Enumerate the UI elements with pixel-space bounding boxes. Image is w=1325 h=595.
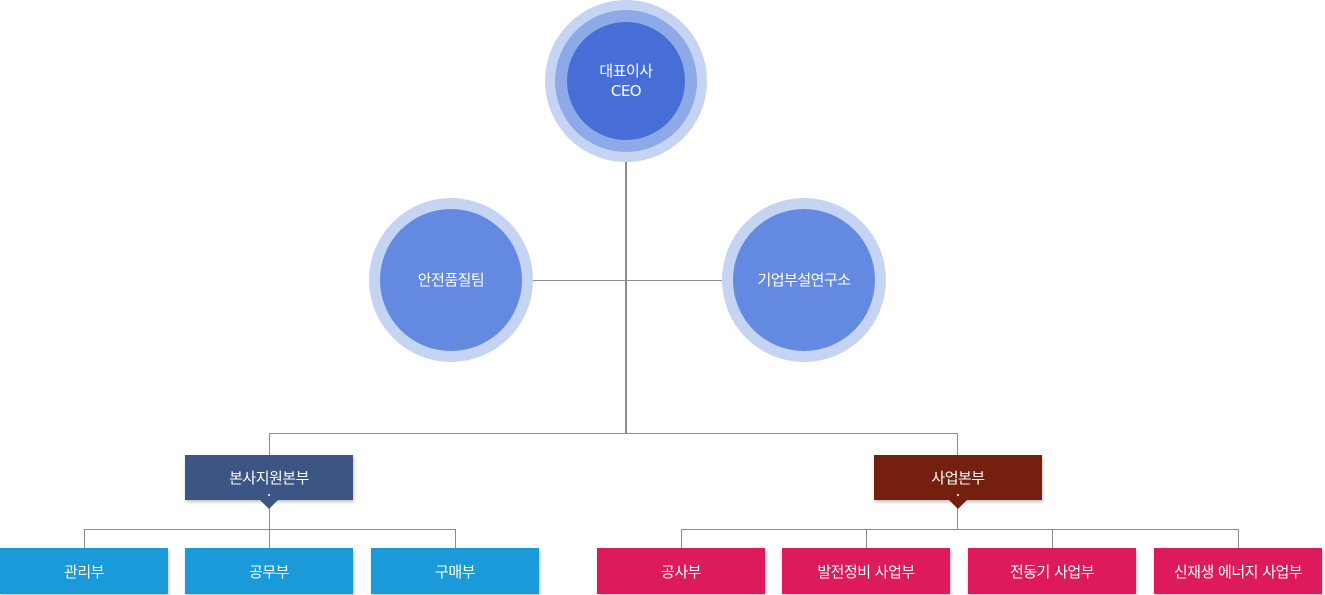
dept-power-maintenance-label: 발전정비 사업부 xyxy=(817,562,915,581)
safety-quality-team-node: 안전품질팀 xyxy=(369,198,533,362)
dept-power-maintenance: 발전정비 사업부 xyxy=(782,548,950,594)
connector-hq-drop xyxy=(269,433,270,455)
dept-purchasing: 구매부 xyxy=(371,548,539,594)
dept-construction-affairs-label: 공무부 xyxy=(249,562,289,581)
ceo-label: 대표이사 CEO xyxy=(599,61,653,101)
research-institute-node: 기업부설연구소 xyxy=(722,198,886,362)
dept-motor-label: 전동기 사업부 xyxy=(1009,562,1095,581)
division-business-label: 사업본부 xyxy=(931,469,985,487)
connector-hq-dept-3 xyxy=(455,529,456,549)
dept-construction-label: 공사부 xyxy=(661,562,701,581)
ceo-node-ring: 대표이사 CEO xyxy=(555,10,697,152)
dept-renewable-energy-label: 신재생 에너지 사업부 xyxy=(1173,562,1303,581)
connector-division-horizontal xyxy=(269,433,958,434)
division-business: 사업본부 xyxy=(874,455,1042,509)
connector-side-horizontal xyxy=(530,280,726,281)
connector-hq-dept-2 xyxy=(269,529,270,549)
connector-hq-dept-1 xyxy=(84,529,85,549)
connector-hq-stem xyxy=(269,508,270,530)
research-institute-label: 기업부설연구소 xyxy=(757,271,851,289)
division-hq-support: 본사지원본부 xyxy=(185,455,353,509)
division-hq-support-label: 본사지원본부 xyxy=(229,469,309,487)
division-business-dot xyxy=(957,494,959,496)
connector-business-horizontal xyxy=(681,529,1239,530)
safety-quality-team-core: 안전품질팀 xyxy=(380,209,522,351)
connector-ceo-vertical xyxy=(625,160,627,434)
connector-business-dept-1 xyxy=(681,529,682,549)
division-hq-support-dot xyxy=(268,494,270,496)
division-hq-support-pointer xyxy=(260,500,278,509)
connector-business-drop xyxy=(957,433,958,455)
connector-hq-horizontal xyxy=(84,529,456,530)
ceo-title-ko: 대표이사 xyxy=(599,62,653,80)
division-business-pointer xyxy=(949,500,967,509)
dept-renewable-energy: 신재생 에너지 사업부 xyxy=(1154,548,1322,594)
research-institute-core: 기업부설연구소 xyxy=(733,209,875,351)
dept-motor: 전동기 사업부 xyxy=(968,548,1136,594)
dept-construction: 공사부 xyxy=(597,548,765,594)
ceo-node-core: 대표이사 CEO xyxy=(567,22,685,140)
ceo-title-en: CEO xyxy=(610,82,642,100)
connector-business-stem xyxy=(957,508,958,530)
safety-quality-team-label: 안전품질팀 xyxy=(417,271,485,289)
connector-business-dept-4 xyxy=(1238,529,1239,549)
dept-construction-affairs: 공무부 xyxy=(185,548,353,594)
connector-business-dept-2 xyxy=(866,529,867,549)
ceo-node: 대표이사 CEO xyxy=(545,0,707,162)
dept-management: 관리부 xyxy=(0,548,168,594)
dept-purchasing-label: 구매부 xyxy=(435,562,475,581)
dept-management-label: 관리부 xyxy=(64,562,104,581)
connector-business-dept-3 xyxy=(1052,529,1053,549)
